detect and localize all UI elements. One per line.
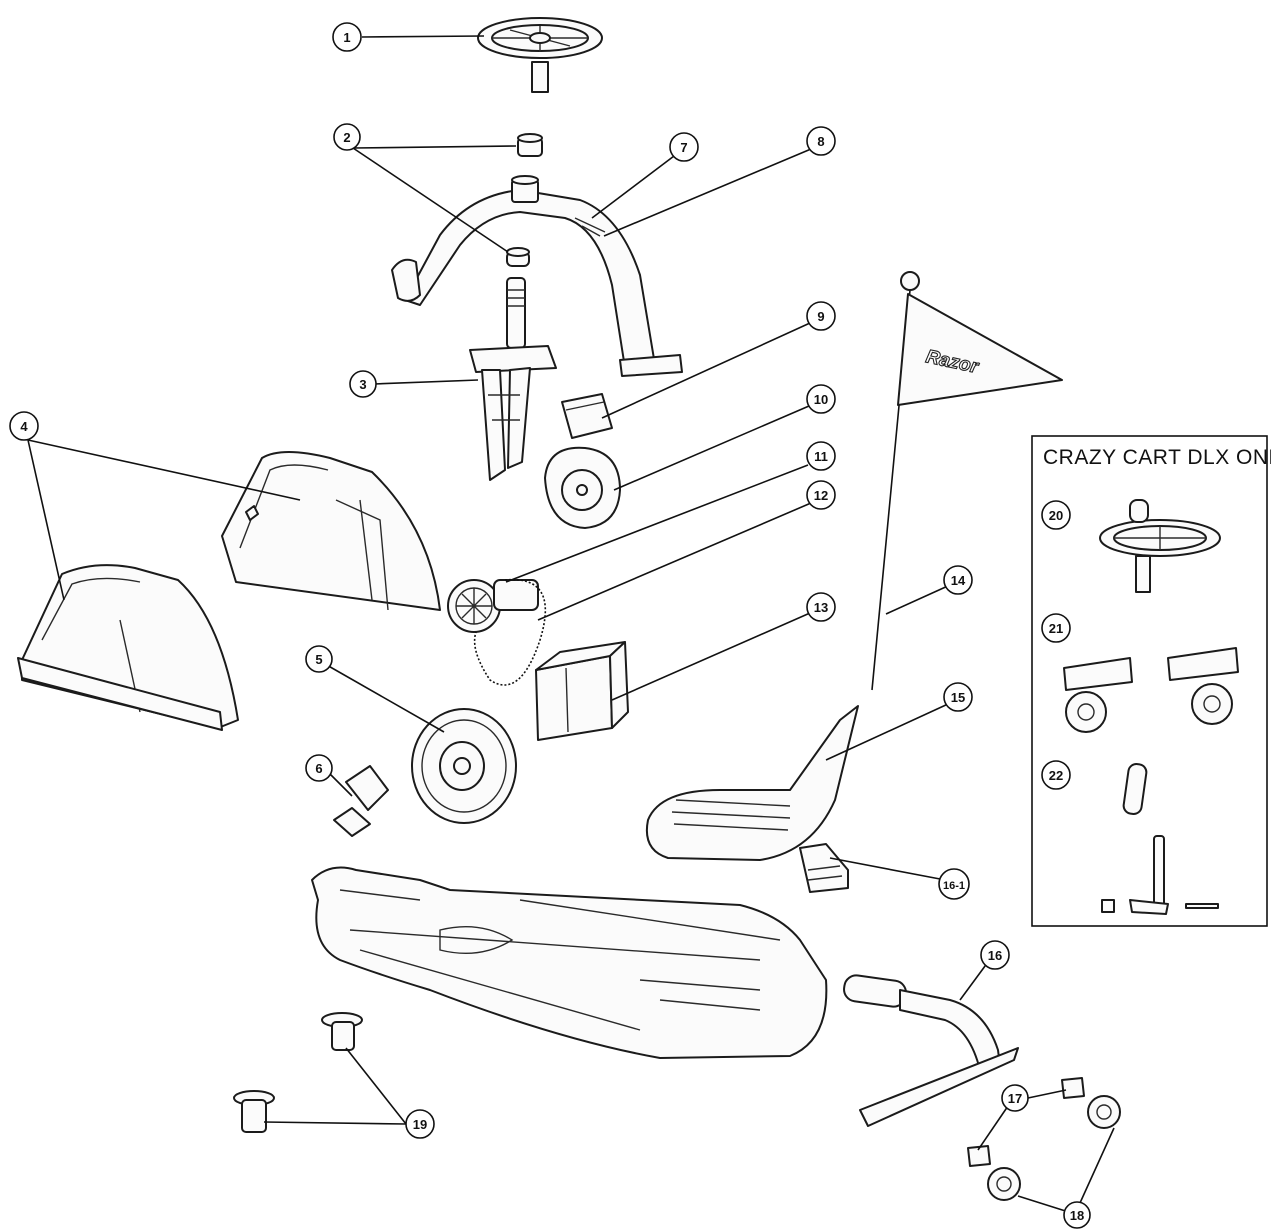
part-steering-wheel bbox=[477, 17, 603, 93]
svg-text:5: 5 bbox=[315, 652, 322, 667]
svg-text:3: 3 bbox=[359, 377, 366, 392]
callout-20: 20 bbox=[1041, 500, 1071, 530]
svg-text:7: 7 bbox=[680, 140, 687, 155]
callout-1: 1 bbox=[332, 22, 362, 52]
callout-15: 15 bbox=[943, 682, 973, 712]
svg-text:6: 6 bbox=[315, 761, 322, 776]
svg-text:18: 18 bbox=[1070, 1208, 1084, 1223]
svg-text:19: 19 bbox=[413, 1117, 427, 1132]
svg-text:2: 2 bbox=[343, 130, 350, 145]
callout-21: 21 bbox=[1041, 613, 1071, 643]
part-safety-flag: Razor bbox=[871, 271, 1063, 691]
callout-9: 9 bbox=[806, 301, 836, 331]
inset-title: CRAZY CART DLX ONLY bbox=[1043, 446, 1271, 469]
part-bushings bbox=[506, 133, 543, 267]
callout-7: 7 bbox=[669, 132, 699, 162]
part-caster-wheels bbox=[967, 1077, 1121, 1201]
part-motor-cover bbox=[544, 446, 621, 529]
callout-5: 5 bbox=[305, 645, 333, 673]
part-bracket bbox=[799, 843, 849, 893]
part-dlx-lever-kit bbox=[1101, 763, 1219, 915]
svg-text:4: 4 bbox=[20, 419, 28, 434]
part-battery bbox=[535, 641, 629, 741]
callout-6: 6 bbox=[305, 754, 333, 782]
part-front-shell-lower bbox=[17, 564, 239, 731]
part-controller bbox=[561, 393, 613, 439]
callout-17: 17 bbox=[1001, 1084, 1029, 1112]
part-chassis-frame bbox=[311, 866, 828, 1059]
callout-22: 22 bbox=[1041, 760, 1071, 790]
callout-16: 16 bbox=[980, 940, 1010, 970]
svg-text:22: 22 bbox=[1049, 768, 1063, 783]
callout-16-1: 16-1 bbox=[938, 868, 970, 900]
callout-14: 14 bbox=[943, 565, 973, 595]
callout-2: 2 bbox=[333, 123, 361, 151]
callout-8: 8 bbox=[806, 126, 836, 156]
part-handbrake-lever bbox=[843, 974, 1019, 1127]
part-dlx-steering-wheel bbox=[1099, 499, 1221, 593]
svg-text:11: 11 bbox=[814, 449, 828, 464]
part-steering-fork bbox=[469, 277, 557, 481]
svg-text:17: 17 bbox=[1008, 1091, 1022, 1106]
callout-4: 4 bbox=[9, 411, 39, 441]
svg-text:9: 9 bbox=[817, 309, 824, 324]
callout-19: 19 bbox=[405, 1109, 435, 1139]
svg-text:16-1: 16-1 bbox=[943, 880, 965, 892]
part-front-wheel bbox=[411, 708, 517, 824]
svg-text:14: 14 bbox=[951, 573, 966, 588]
leader-lines bbox=[27, 35, 1115, 1215]
svg-text:20: 20 bbox=[1049, 508, 1063, 523]
svg-text:1: 1 bbox=[343, 30, 350, 45]
svg-text:8: 8 bbox=[817, 134, 824, 149]
part-seat bbox=[646, 705, 859, 861]
callout-10: 10 bbox=[806, 384, 836, 414]
callout-11: 11 bbox=[806, 441, 836, 471]
part-motor-chain bbox=[447, 578, 547, 686]
callout-18: 18 bbox=[1063, 1201, 1091, 1229]
svg-text:13: 13 bbox=[814, 600, 828, 615]
part-mounting-posts bbox=[233, 1012, 363, 1133]
svg-text:12: 12 bbox=[814, 488, 828, 503]
svg-text:15: 15 bbox=[951, 690, 965, 705]
callout-3: 3 bbox=[349, 370, 377, 398]
svg-text:10: 10 bbox=[814, 392, 828, 407]
svg-text:21: 21 bbox=[1049, 621, 1063, 636]
part-dlx-casters bbox=[1063, 647, 1239, 733]
part-rear-shell-upper bbox=[221, 451, 441, 611]
part-roll-bar bbox=[391, 175, 683, 377]
callout-13: 13 bbox=[806, 592, 836, 622]
callout-12: 12 bbox=[806, 480, 836, 510]
part-pedal bbox=[333, 765, 389, 837]
inset-dlx-box: CRAZY CART DLX ONLY bbox=[1031, 435, 1271, 927]
svg-text:16: 16 bbox=[988, 948, 1002, 963]
